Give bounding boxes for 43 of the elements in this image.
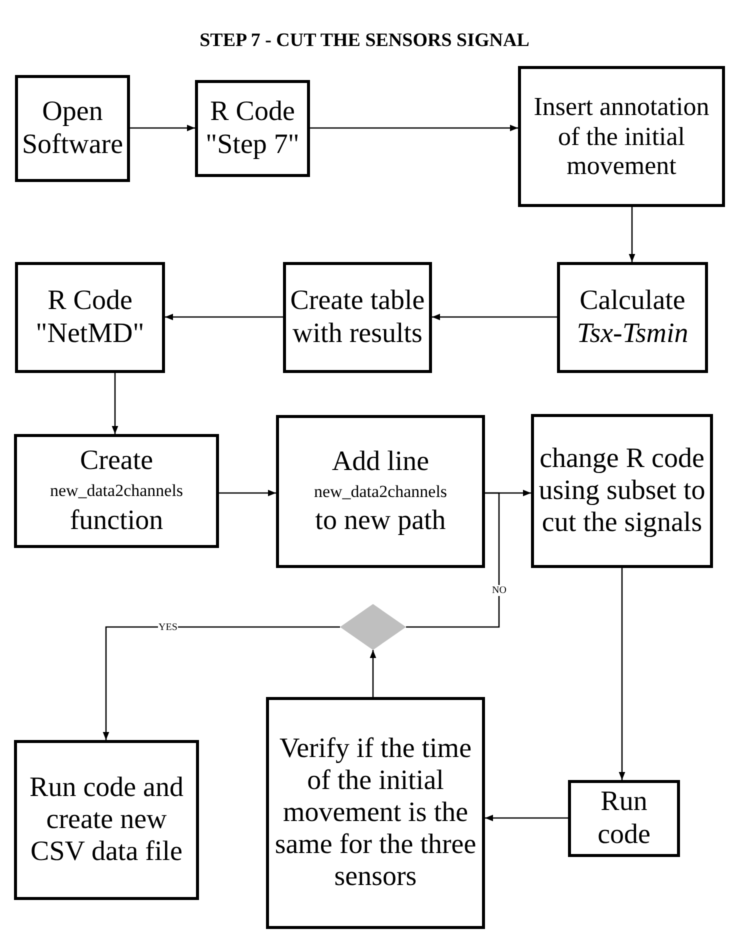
process-box <box>14 434 219 548</box>
node-text: function <box>68 504 164 537</box>
arrow <box>370 650 376 697</box>
edge-label: YES <box>158 622 178 632</box>
arrow <box>112 373 118 434</box>
node-text: Run code and create new CSV data file <box>28 772 184 868</box>
diagram-title: STEP 7 - CUT THE SENSORS SIGNAL <box>198 30 530 52</box>
connector-line <box>406 492 500 628</box>
node-text: R Code "NetMD" <box>34 285 146 350</box>
node-text: Insert annotation of the initial movement <box>532 92 710 182</box>
arrow <box>432 314 557 320</box>
arrow <box>102 626 340 740</box>
node-text: Calculate Tsx-Tsmin <box>576 285 690 350</box>
process-box <box>266 697 485 929</box>
node-text: new_data2channels <box>48 481 184 501</box>
process-box <box>557 262 708 373</box>
node-text: Open Software <box>20 96 124 161</box>
process-box <box>15 262 165 373</box>
process-box <box>568 780 680 857</box>
process-box <box>195 80 310 177</box>
arrow <box>618 568 626 780</box>
process-box <box>283 262 432 373</box>
node-text: Add line <box>330 446 430 478</box>
process-box <box>14 740 199 900</box>
process-box <box>531 414 713 568</box>
arrow <box>310 124 518 132</box>
arrow <box>130 124 195 132</box>
node-text: Run code <box>596 786 652 851</box>
arrow <box>628 207 636 262</box>
arrow <box>165 314 283 320</box>
node-text: Create table with results <box>289 285 426 350</box>
process-box <box>276 415 485 568</box>
arrow <box>219 490 276 496</box>
node-text: to new path <box>314 505 447 538</box>
process-box <box>15 75 130 182</box>
node-text: new_data2channels <box>312 482 448 502</box>
process-box <box>518 66 725 207</box>
node-text: R Code "Step 7" <box>204 96 300 161</box>
arrow <box>485 814 568 822</box>
node-text: Verify if the time of the initial movement is the same for the three sensors <box>274 732 478 894</box>
node-text: change R code using subset to cut the signals <box>538 442 706 540</box>
edge-label: NO <box>491 584 508 596</box>
node-text: Create <box>78 445 154 478</box>
